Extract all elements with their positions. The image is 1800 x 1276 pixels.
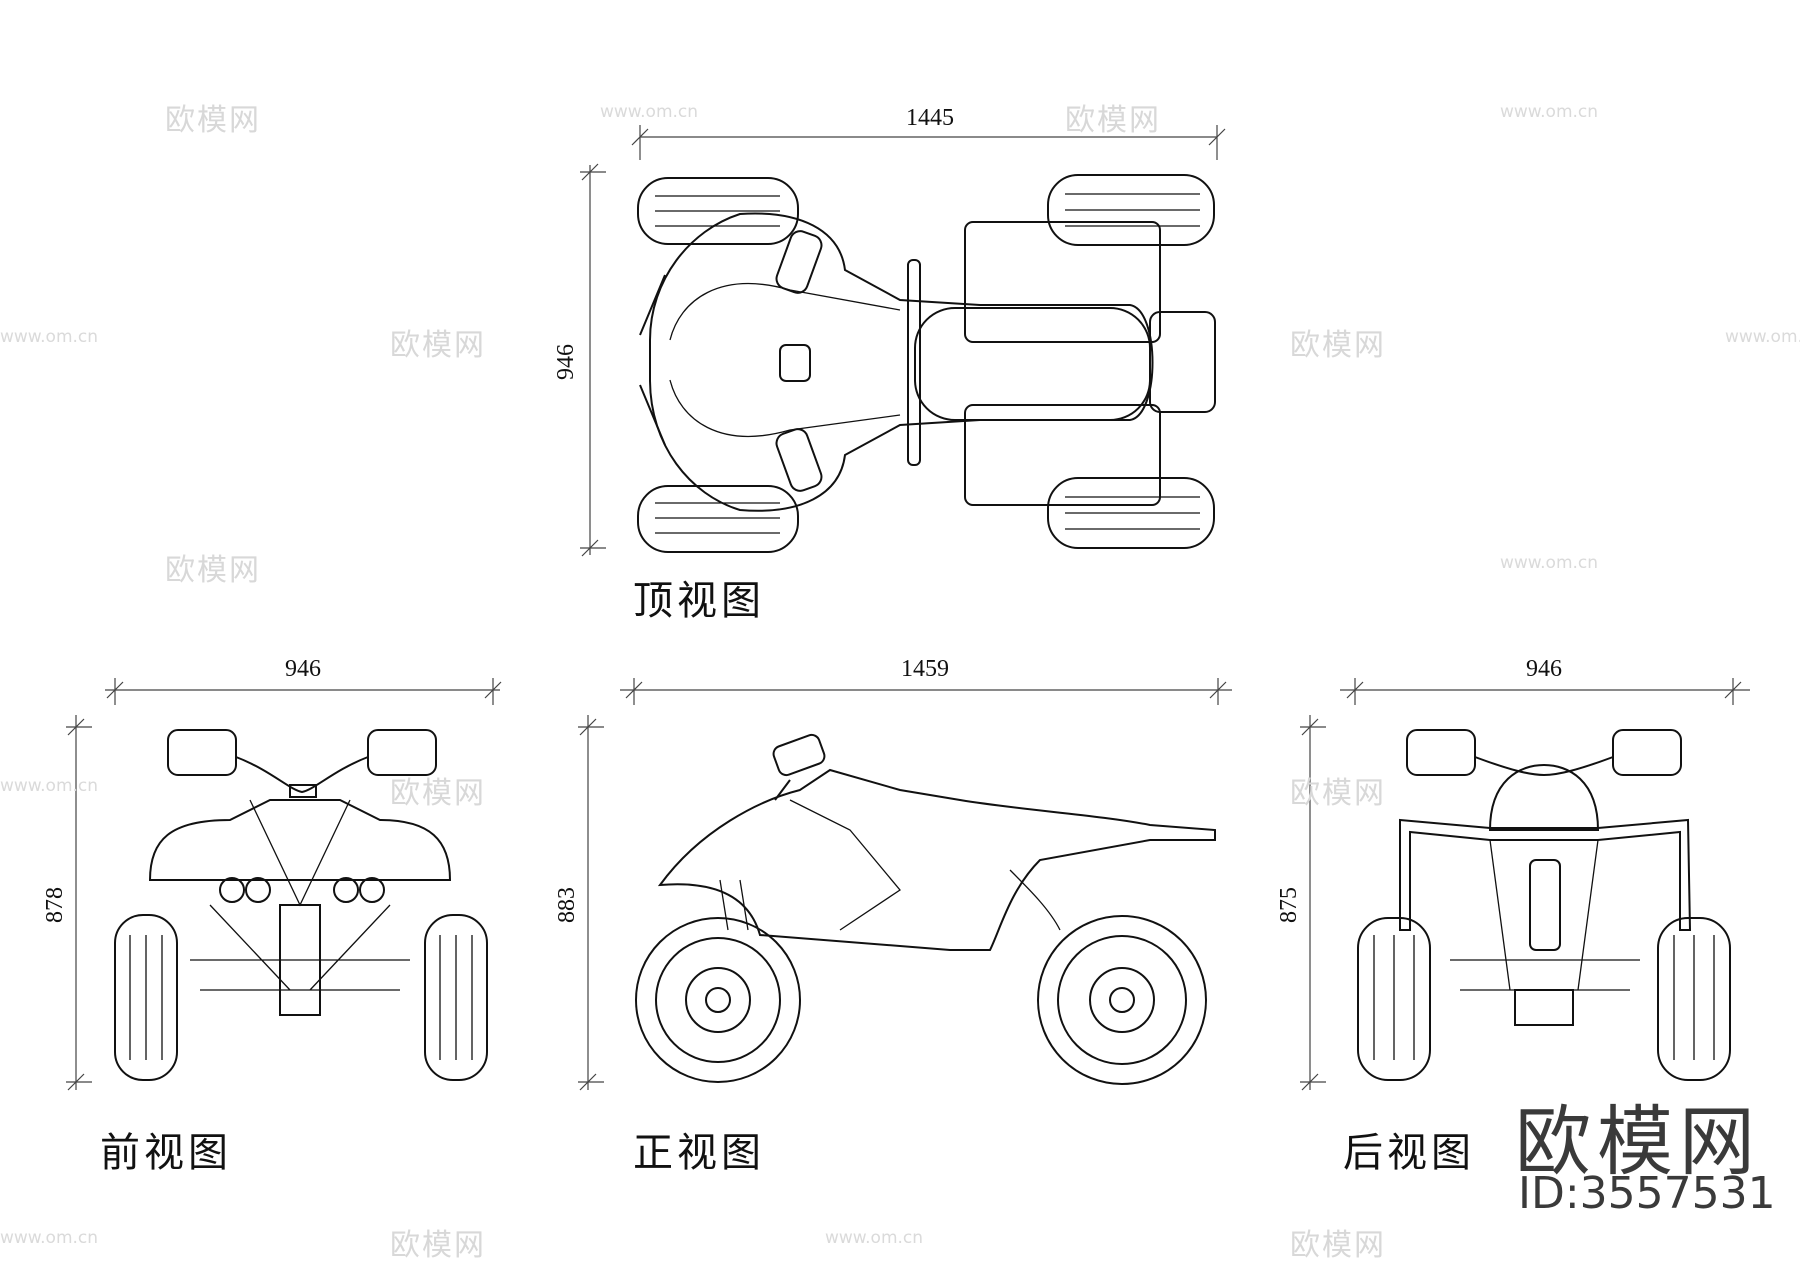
side-view-label: 正视图 bbox=[633, 1130, 765, 1176]
front-dim-width: 946 bbox=[105, 656, 502, 705]
brand-logo: 欧模网 bbox=[1515, 1097, 1761, 1186]
front-wheel-right bbox=[424, 914, 488, 1081]
side-width-value: 1459 bbox=[901, 656, 949, 682]
watermark-text: 欧模网 bbox=[165, 553, 261, 588]
watermark-url: www.om.cn bbox=[0, 327, 99, 347]
rear-view-drawing: 946 875 bbox=[1276, 656, 1750, 1091]
top-dim-width: 1445 bbox=[631, 105, 1226, 160]
watermark-url: www.om.cn bbox=[0, 776, 99, 796]
rear-height-value: 875 bbox=[1276, 887, 1302, 923]
rear-dim-width: 946 bbox=[1340, 656, 1750, 705]
side-height-value: 883 bbox=[554, 887, 580, 923]
watermark-url: www.om.cn bbox=[1500, 102, 1599, 122]
watermark-url: www.om.cn bbox=[825, 1228, 924, 1248]
watermark-text: 欧模网 bbox=[390, 776, 486, 811]
front-width-value: 946 bbox=[285, 656, 321, 682]
watermark-url: www.om.cn bbox=[0, 1228, 99, 1248]
top-view-label: 顶视图 bbox=[633, 578, 765, 624]
top-tire-rear-right bbox=[1047, 477, 1215, 549]
side-dim-width: 1459 bbox=[620, 656, 1232, 705]
rear-dim-height: 875 bbox=[1276, 715, 1326, 1091]
watermark-url: www.om.cn bbox=[1725, 327, 1800, 347]
top-body bbox=[639, 212, 1216, 512]
side-wheel-front bbox=[635, 917, 801, 1083]
top-height-value: 946 bbox=[553, 344, 579, 380]
side-dim-height: 883 bbox=[554, 715, 604, 1091]
top-tire-front-right bbox=[637, 485, 799, 553]
rear-wheel-left bbox=[1357, 917, 1431, 1081]
top-dim-height: 946 bbox=[553, 163, 606, 557]
rear-view-label: 后视图 bbox=[1343, 1130, 1475, 1176]
front-view-drawing: 946 878 bbox=[42, 656, 502, 1091]
watermark-text: 欧模网 bbox=[1065, 103, 1161, 138]
front-height-value: 878 bbox=[42, 887, 68, 923]
rear-wheel-right bbox=[1657, 917, 1731, 1081]
watermark-text: 欧模网 bbox=[1290, 1228, 1386, 1263]
watermark-url: www.om.cn bbox=[600, 102, 699, 122]
side-wheel-rear bbox=[1037, 915, 1207, 1085]
rear-width-value: 946 bbox=[1526, 656, 1562, 682]
front-wheel-left bbox=[114, 914, 178, 1081]
watermark-url: www.om.cn bbox=[1500, 553, 1599, 573]
front-dim-height: 878 bbox=[42, 715, 92, 1091]
watermark-text: 欧模网 bbox=[165, 103, 261, 138]
front-view-label: 前视图 bbox=[100, 1130, 232, 1176]
top-tire-rear-left bbox=[1047, 174, 1215, 246]
model-id: ID:3557531 bbox=[1518, 1168, 1776, 1219]
watermark-text: 欧模网 bbox=[390, 1228, 486, 1263]
top-tire-front-left bbox=[637, 177, 799, 245]
top-view-drawing: 1445 946 bbox=[553, 105, 1226, 557]
side-view-drawing: 1459 883 bbox=[554, 656, 1232, 1091]
watermark-text: 欧模网 bbox=[1290, 776, 1386, 811]
watermark-text: 欧模网 bbox=[1290, 328, 1386, 363]
watermark-text: 欧模网 bbox=[390, 328, 486, 363]
top-width-value: 1445 bbox=[906, 105, 954, 131]
